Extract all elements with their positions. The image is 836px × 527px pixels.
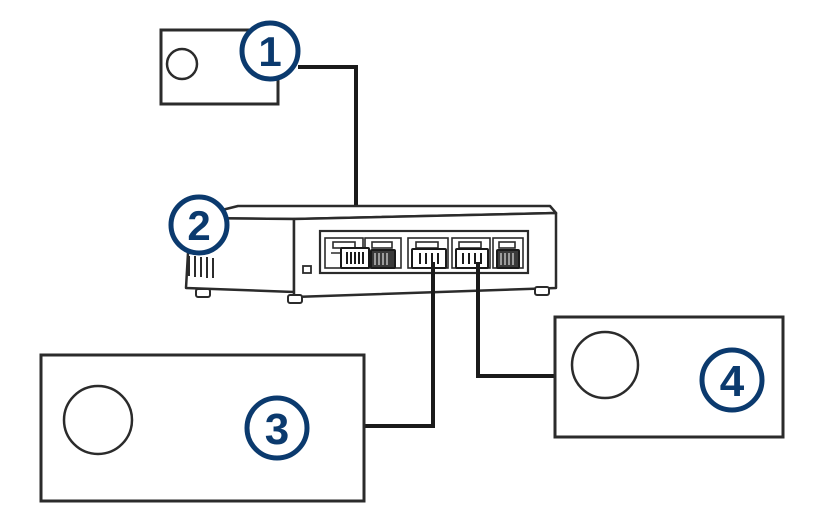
power-led-icon [302, 265, 312, 274]
callout-1-label: 1 [258, 28, 281, 75]
device-1-indicator-icon [165, 47, 199, 81]
connector-port-5-icon [496, 249, 520, 269]
circled-number-1-icon [239, 20, 301, 82]
callout-2: 2 [168, 194, 230, 256]
cable-device-4 [476, 262, 555, 378]
callout-2-label: 2 [187, 202, 210, 249]
circled-number-2-icon [168, 194, 230, 256]
switch-vent-slots [188, 256, 214, 278]
connector-port-2-icon [370, 249, 396, 269]
device-3 [39, 353, 366, 503]
connector-port-1-icon [340, 247, 370, 269]
cable-device-3 [364, 262, 435, 428]
callout-4-label: 4 [720, 357, 745, 406]
callout-1: 1 [239, 20, 301, 82]
connector-port-4-icon [455, 248, 489, 269]
device-3-indicator-icon [62, 384, 134, 456]
switch-feet [195, 286, 550, 304]
cable-device-1 [298, 65, 358, 248]
callout-4: 4 [699, 347, 765, 413]
network-switch [184, 204, 558, 304]
callout-3-label: 3 [265, 405, 289, 454]
callout-3: 3 [244, 395, 310, 461]
circled-number-3-icon [244, 395, 310, 461]
device-4-indicator-icon [570, 330, 640, 400]
circled-number-4-icon [699, 347, 765, 413]
connector-port-3-icon [411, 248, 447, 269]
plugged-connectors [340, 247, 520, 269]
